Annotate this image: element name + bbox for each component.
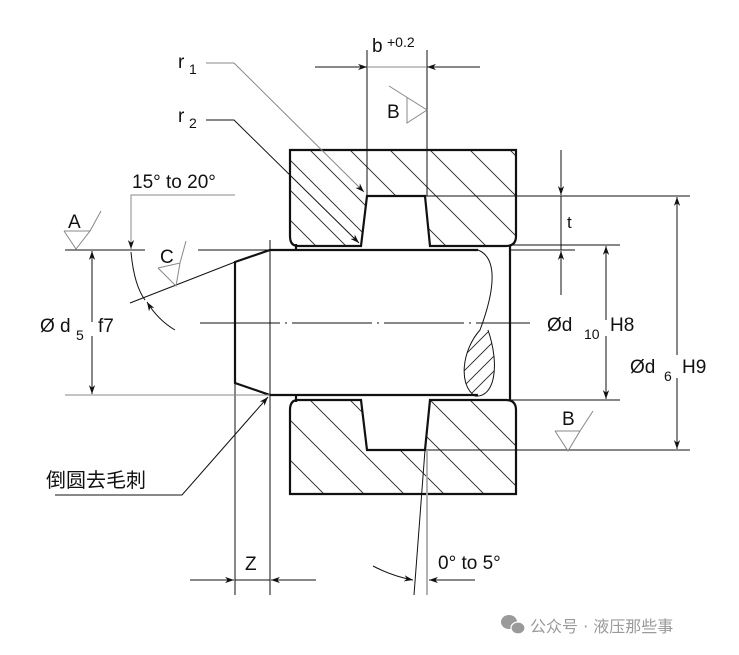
surface-b-top-label: B	[387, 102, 400, 123]
d6-subscript: 6	[664, 368, 672, 384]
b-label: b	[372, 36, 383, 57]
d10-label: Ød	[547, 315, 572, 336]
d5-subscript: 5	[76, 327, 84, 343]
z-label: Z	[245, 554, 257, 575]
d5-fit: f7	[98, 316, 114, 337]
d5-label: Ø d	[40, 316, 71, 337]
chamfer-angle-leader	[127, 194, 235, 249]
shaft-break-hatch	[464, 330, 495, 397]
r2-subscript: 2	[189, 115, 197, 131]
r1-label: r	[178, 52, 185, 73]
d10-fit: H8	[610, 315, 634, 336]
groove-angle-arc-arrow	[372, 565, 414, 582]
b-tolerance: +0.2	[387, 34, 415, 50]
surface-b-bottom-symbol	[554, 410, 594, 452]
surface-b-bottom-label: B	[562, 409, 575, 430]
t-label: t	[567, 213, 572, 232]
housing-bottom-hatch	[290, 400, 516, 494]
surface-a-label: A	[68, 212, 81, 233]
shaft-break-line	[463, 249, 495, 397]
chamfer-angle-label: 15° to 20°	[132, 172, 216, 193]
groove-angle-label: 0° to 5°	[438, 553, 501, 574]
wechat-icon	[501, 615, 526, 635]
deburr-note: 倒圆去毛刺	[46, 468, 146, 492]
groove-flank-extension	[413, 449, 426, 596]
d6-label: Ød	[630, 357, 655, 378]
surface-c-label: C	[160, 247, 174, 268]
surface-c-symbol	[157, 240, 187, 288]
r1-subscript: 1	[189, 61, 197, 77]
chamfer-angle-arc-arrow	[146, 301, 176, 331]
deburr-leader	[55, 396, 269, 496]
watermark-text: 公众号 · 液压那些事	[530, 617, 673, 636]
surface-a-symbol	[63, 210, 102, 250]
d10-subscript: 10	[584, 326, 600, 342]
r1-leader	[206, 62, 365, 193]
r2-label: r	[178, 106, 185, 127]
chamfer-extension-line	[129, 261, 236, 304]
surface-b-top-symbol	[388, 85, 428, 124]
r2-leader	[206, 119, 360, 244]
d6-fit: H9	[682, 357, 706, 378]
chamfer-angle-arc	[130, 251, 146, 301]
